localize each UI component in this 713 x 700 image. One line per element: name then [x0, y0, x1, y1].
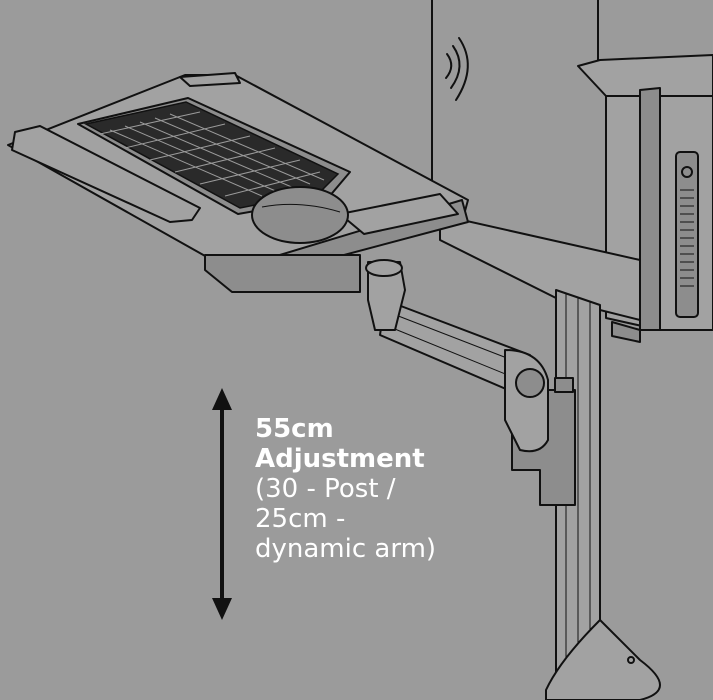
mouse	[251, 186, 459, 244]
caption-detail-2: 25cm -	[255, 504, 346, 534]
double-headed-vertical-arrow-icon	[212, 388, 232, 620]
vent-slots	[680, 189, 694, 287]
adjustment-arrow	[208, 388, 236, 620]
wifi-arcs-icon	[445, 37, 469, 101]
keyboard	[77, 97, 351, 215]
caption-detail-1: (30 - Post /	[255, 474, 396, 504]
caption-measure: 55cm	[255, 414, 334, 444]
screen-panel	[431, 0, 599, 181]
clamp-bolt	[554, 377, 574, 393]
caption-detail-3: dynamic arm)	[255, 534, 437, 564]
adjustment-caption: 55cm Adjustment (30 - Post / 25cm - dyna…	[255, 414, 436, 564]
caption-title: Adjustment	[255, 444, 425, 474]
dynamic-arm	[365, 259, 549, 453]
